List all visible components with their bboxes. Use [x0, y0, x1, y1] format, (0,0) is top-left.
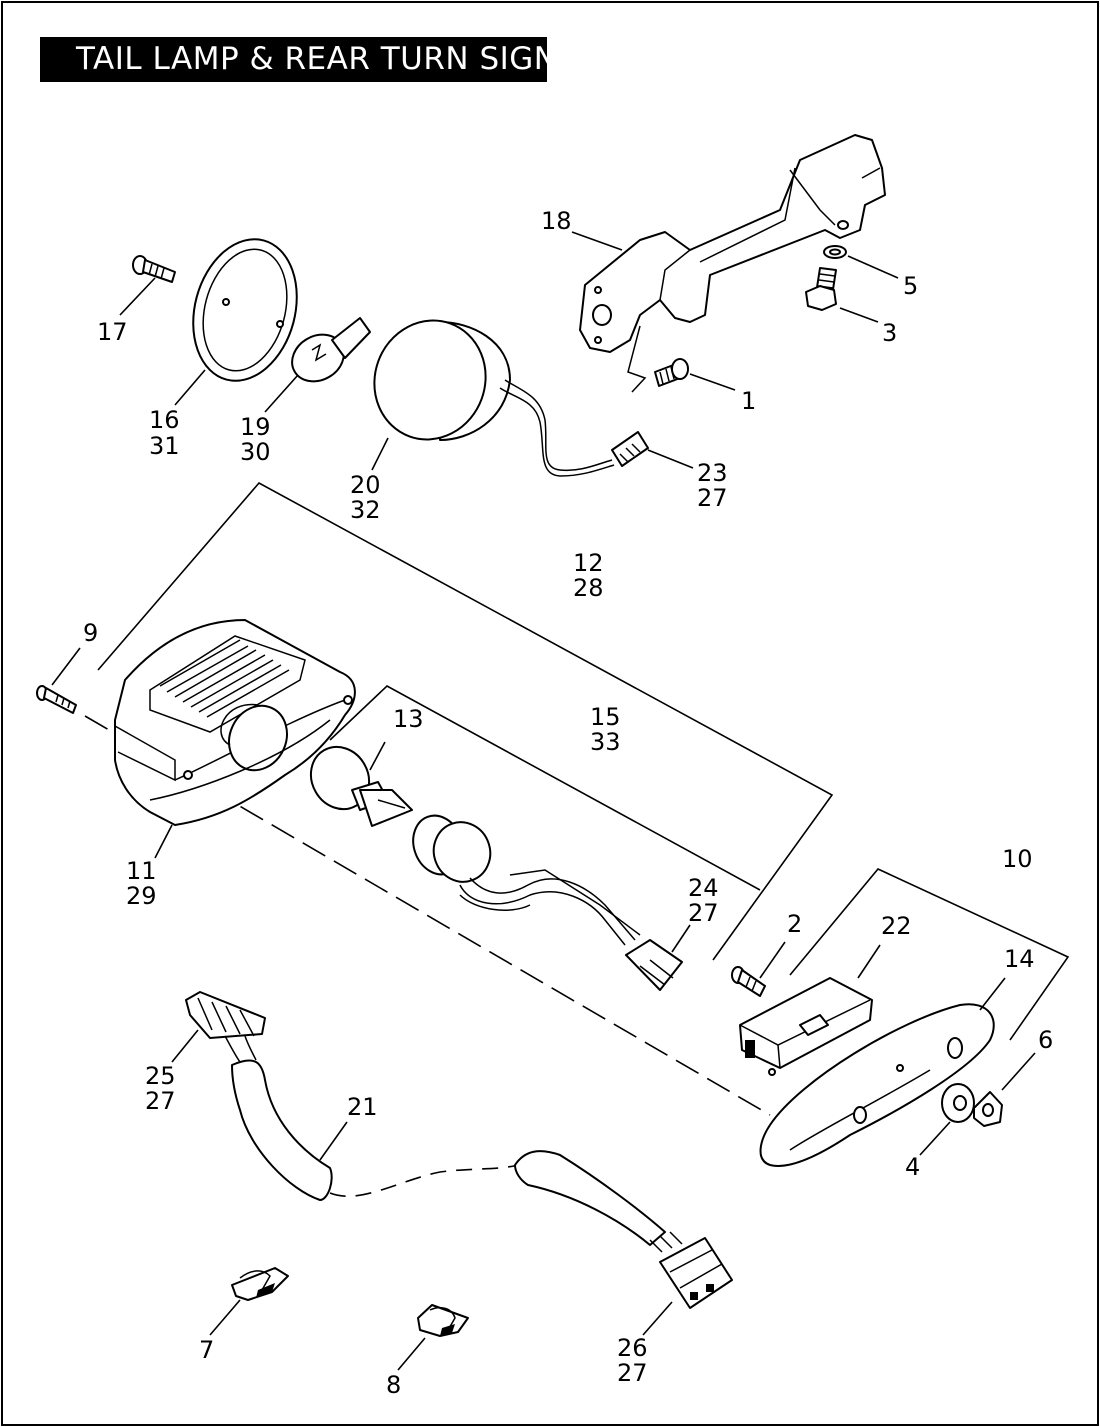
callout-2: 2	[787, 910, 802, 938]
callout-30: 30	[240, 438, 271, 466]
part-25-connector	[185, 991, 266, 1039]
part-6-nut	[973, 1091, 1003, 1127]
part-15-socket-harness	[412, 814, 641, 946]
part-16-trim-ring	[192, 238, 298, 382]
callout-23: 23	[697, 459, 728, 487]
callout-25: 25	[145, 1062, 176, 1090]
callout-20: 20	[350, 471, 381, 499]
assembly-outline-10	[789, 868, 1070, 1041]
part-22-module	[739, 977, 873, 1076]
part-26-connector	[649, 1231, 733, 1309]
callout-14: 14	[1004, 945, 1035, 973]
callout-21: 21	[347, 1093, 378, 1121]
part-18-bracket	[579, 134, 886, 393]
callout-25-27: 27	[145, 1087, 176, 1115]
part-20-signal-lamp	[373, 319, 615, 477]
part-4-washer	[941, 1083, 975, 1123]
diagram-title: TAIL LAMP & REAR TURN SIGN	[76, 41, 547, 77]
callout-8: 8	[386, 1371, 401, 1399]
callout-17: 17	[97, 318, 128, 346]
callout-5: 5	[903, 272, 918, 300]
callout-1: 1	[741, 387, 756, 415]
assembly-outline-12-28	[97, 481, 834, 961]
callout-3: 3	[882, 319, 897, 347]
callout-11: 11	[126, 857, 157, 885]
part-7-clip	[231, 1267, 289, 1301]
callout-26: 26	[617, 1334, 648, 1362]
callout-29: 29	[126, 882, 157, 910]
callout-6: 6	[1038, 1026, 1053, 1054]
part-5-lock-washer	[823, 245, 847, 259]
part-11-lamp-housing	[114, 619, 356, 826]
part-19-bulb	[291, 317, 371, 383]
part-8-clip	[417, 1304, 469, 1337]
callout-16: 16	[149, 406, 180, 434]
part-2-screw	[731, 966, 766, 997]
part-1-screw	[654, 358, 689, 387]
callout-33: 33	[590, 728, 621, 756]
callout-32: 32	[350, 496, 381, 524]
title-bar: TAIL LAMP & REAR TURN SIGN	[40, 37, 547, 82]
part-14-lens	[759, 1003, 995, 1167]
callout-28: 28	[573, 574, 604, 602]
leader-lines	[51, 231, 1036, 1371]
part-23-connector	[611, 431, 649, 467]
callout-24: 24	[688, 874, 719, 902]
assembly-outline-15-33	[329, 685, 761, 891]
callout-19: 19	[240, 413, 271, 441]
callout-23-27: 27	[697, 484, 728, 512]
callout-13: 13	[393, 705, 424, 733]
callout-18: 18	[541, 207, 572, 235]
part-3-hex-bolt	[805, 267, 837, 311]
callout-22: 22	[881, 912, 912, 940]
part-21-harness	[224, 1035, 666, 1246]
part-17-screw	[132, 255, 176, 283]
callout-4: 4	[905, 1153, 920, 1181]
callout-10: 10	[1002, 845, 1033, 873]
callout-31: 31	[149, 432, 180, 460]
harness-break-line	[329, 1164, 519, 1197]
callout-26-27: 27	[617, 1359, 648, 1387]
callout-labels: 1 2 3 4 5 6 7 8 9 10 11 29 12 28 13 14 1…	[83, 207, 1053, 1399]
part-9-screw	[36, 685, 77, 714]
callout-7: 7	[199, 1336, 214, 1364]
callout-15: 15	[590, 703, 621, 731]
callout-24-27: 27	[688, 899, 719, 927]
callout-9: 9	[83, 619, 98, 647]
part-24-connector	[625, 939, 683, 991]
part-13-bulb	[309, 745, 413, 827]
callout-12: 12	[573, 549, 604, 577]
